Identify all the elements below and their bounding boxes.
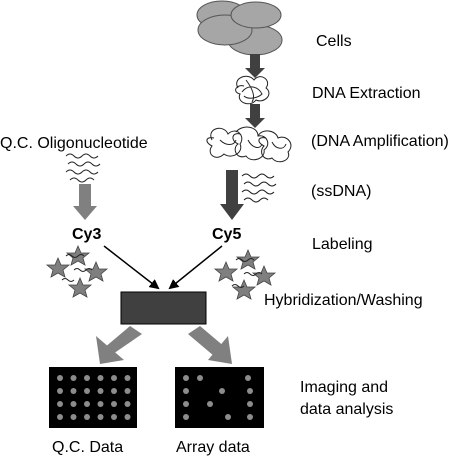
cy3-labeled-stars-icon [45,244,109,298]
qc-spot [111,375,117,381]
qc-spot [84,414,90,420]
array-spot [219,388,225,394]
qc-spot [57,401,63,407]
right-strands-icon [231,258,263,288]
dna-amplification-icon [206,126,292,163]
array-spot [245,375,251,381]
arrow-cy5-to-chip [168,245,223,290]
oligonucleotide-icon [65,153,101,183]
array-spot [183,375,189,381]
qc-spot [97,388,104,394]
array-spot [207,401,213,407]
qc-spot [57,375,63,381]
step-imaging-label-2: data analysis [300,401,393,418]
down-arrow-4 [73,184,97,220]
qc-spot [57,388,63,394]
step-hybridization-label: Hybridization/Washing [264,292,423,309]
qc-spot [57,414,63,420]
qc-spot [70,414,77,420]
cells-icon [196,0,283,56]
array-data-label: Array data [176,439,250,456]
array-spot [247,388,253,394]
hybridization-chip [120,291,207,325]
qc-spot [84,401,90,407]
step-ssdna-label: (ssDNA) [311,183,371,200]
step-dna-extraction-label: DNA Extraction [312,85,420,102]
qc-data-label: Q.C. Data [52,439,123,456]
qc-data-array [49,367,137,428]
cy5-labeled-stars-icon [213,248,277,300]
arrow-to-array-data [188,326,232,364]
qc-spot [111,388,117,394]
array-spot [197,375,203,381]
qc-spot [111,414,117,420]
step-imaging-label-1: Imaging and [300,379,388,396]
array-spot [247,414,253,420]
cy5-label: Cy5 [212,226,241,243]
arrow-cy3-to-chip [103,245,160,290]
qc-spot [124,388,131,394]
qc-spot [97,414,104,420]
qc-spot [124,414,131,420]
qc-spot [97,401,104,407]
qc-spot [124,375,131,381]
array-spot [225,414,231,420]
dna-tangle-icon [235,75,270,105]
array-spot [247,401,253,407]
qc-spot [70,375,77,381]
qc-spot [111,401,117,407]
qc-oligonucleotide-label: Q.C. Oligonucleotide [0,135,148,152]
arrow-to-qc-data [96,326,142,364]
left-strands-icon [61,254,93,282]
qc-spot [84,388,90,394]
array-spot [183,401,189,407]
qc-spot [84,375,90,381]
down-arrow-3 [220,170,244,220]
ssdna-icon [241,173,277,203]
qc-spot [97,375,104,381]
array-spot [183,388,189,394]
step-labeling-label: Labeling [312,236,373,253]
array-spot [183,414,189,420]
step-cells-label: Cells [316,33,352,50]
down-arrow-2 [245,104,265,128]
down-arrow-1 [245,54,265,78]
array-data-array [175,367,264,428]
step-dna-amplification-label: (DNA Amplification) [311,133,449,150]
qc-spot [70,401,77,407]
qc-spot [70,388,77,394]
qc-spot [124,401,131,407]
cy3-label: Cy3 [72,226,101,243]
